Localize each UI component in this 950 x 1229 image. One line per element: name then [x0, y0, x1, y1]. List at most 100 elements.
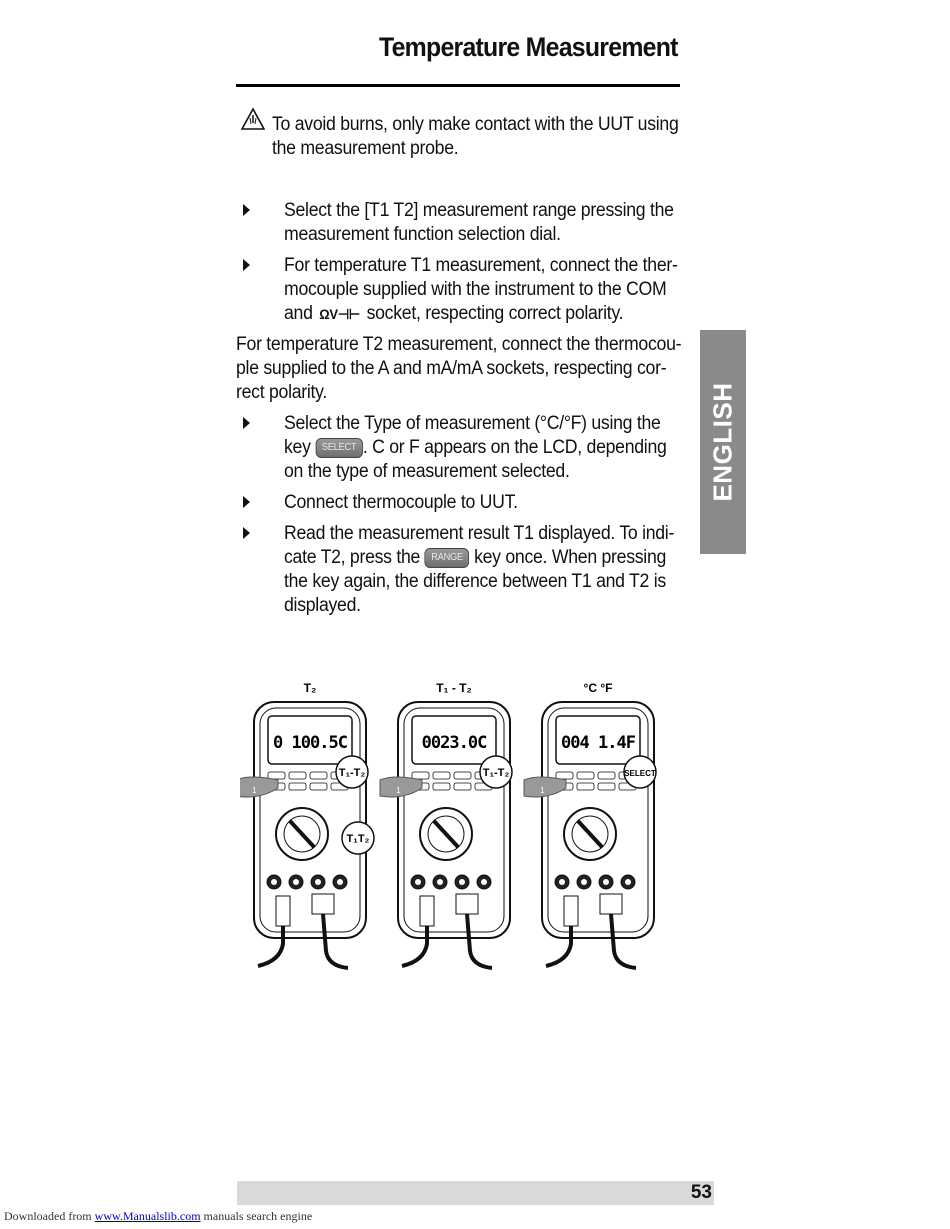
multimeter: T₂ 0 100.5C 1 T₁-T₂ T₁T₂ [240, 681, 375, 970]
input-socket-hole [271, 879, 277, 885]
callout-label: T₁-T₂ [339, 767, 366, 779]
step5-line4: displayed. [284, 595, 361, 616]
input-socket-hole [559, 879, 565, 885]
finger-icon [240, 776, 279, 798]
callout-label: SELECT [624, 769, 656, 778]
para-line1: For temperature T2 measurement, connect … [236, 334, 682, 355]
step2-socket-text: socket, respecting correct polarity. [366, 303, 624, 324]
probe-plug [455, 893, 479, 915]
probe-plug [311, 893, 335, 915]
meter-button [453, 782, 472, 791]
input-socket-hole [581, 879, 587, 885]
language-label: ENGLISH [707, 382, 738, 502]
input-socket-hole [481, 879, 487, 885]
lcd-reading: 004 1.4F [561, 733, 636, 753]
manualslib-link[interactable]: www.Manualslib.com [94, 1209, 201, 1223]
probe-wire [321, 913, 349, 970]
finger-label: 1 [252, 786, 257, 795]
input-socket-hole [603, 879, 609, 885]
step5-line2-pre: cate T2, press the [284, 547, 421, 568]
ohm-volt-symbol-icon: ΩV⊣⊢ [319, 306, 360, 322]
step1-line2: measurement function selection dial. [284, 224, 561, 245]
step3-line1: Select the Type of measurement (°C/°F) u… [284, 413, 661, 434]
callout-circle [479, 755, 513, 789]
meter-button [555, 771, 574, 780]
probe-wire [401, 926, 429, 968]
callout-circle [341, 821, 375, 855]
input-socket-hole [315, 879, 321, 885]
callout-circle [623, 755, 657, 789]
probe-wire [465, 913, 493, 970]
step2-line2: mocouple supplied with the instrument to… [284, 279, 667, 300]
meter-body-inner [259, 707, 361, 933]
step3-key-label: key [284, 437, 311, 458]
warning-text-1: To avoid burns, only make contact with t… [272, 114, 679, 135]
dial-pointer [576, 819, 604, 849]
finger-icon [523, 776, 567, 798]
meter-button [432, 771, 451, 780]
input-socket-hole [415, 879, 421, 885]
step3-line3: on the type of measurement selected. [284, 461, 570, 482]
bullet-icon [243, 496, 250, 508]
input-socket-hole [293, 879, 299, 885]
meter-button [576, 782, 595, 791]
title-rule [236, 84, 680, 87]
page-title: Temperature Measurement [379, 32, 678, 62]
lcd-reading: 0 100.5C [273, 733, 347, 753]
meter-button [288, 771, 307, 780]
step2-line1: For temperature T1 measurement, connect … [284, 255, 678, 276]
download-note: Downloaded from www.Manualslib.com manua… [4, 1209, 312, 1224]
callout-label: T₁T₂ [347, 833, 370, 845]
probe-plug [275, 895, 291, 927]
meter-caption: T₂ [304, 681, 317, 695]
page-number: 53 [690, 1182, 712, 1203]
finger-icon [379, 776, 423, 798]
input-socket-hole [625, 879, 631, 885]
lcd-frame [555, 715, 641, 765]
language-tab: ENGLISH [700, 330, 746, 554]
warning-icon [241, 108, 265, 130]
step4-line1: Connect thermocouple to UUT. [284, 492, 518, 513]
meter-button [597, 782, 616, 791]
meter-button [288, 782, 307, 791]
lcd-frame [411, 715, 497, 765]
bullet-icon [243, 527, 250, 539]
step1-line1: Select the [T1 T2] measurement range pre… [284, 200, 674, 221]
meter-button [576, 771, 595, 780]
step3-line2-rest: . C or F appears on the LCD, depending [362, 437, 667, 458]
dial-pointer [288, 819, 316, 849]
dial-pointer [432, 819, 460, 849]
meter-button [267, 771, 286, 780]
step5-line2: cate T2, press the RANGE key once. When … [284, 546, 666, 570]
input-socket-hole [437, 879, 443, 885]
probe-wire [609, 913, 637, 970]
meter-caption: °C °F [584, 681, 613, 695]
bullet-icon [243, 204, 250, 216]
meter-button [309, 771, 328, 780]
select-key-icon: SELECT [315, 437, 363, 458]
meter-button [453, 771, 472, 780]
probe-plug [419, 895, 435, 927]
callout-label: T₁-T₂ [483, 767, 510, 779]
probe-plug [599, 893, 623, 915]
probe-plug [563, 895, 579, 927]
warning-text-2: the measurement probe. [272, 138, 459, 159]
footer-bar [237, 1181, 714, 1205]
step2-line3: and ΩV⊣⊢ socket, respecting correct pola… [284, 302, 624, 326]
meter-button [309, 782, 328, 791]
callout-circle [335, 755, 369, 789]
step2-and: and [284, 303, 313, 324]
multimeter-figure: T₂ 0 100.5C 1 T₁-T₂ T₁T₂ T₁ - T₂ 0023.0C 1 T₁-T₂… [240, 681, 657, 970]
download-tagline: manuals search engine [203, 1209, 313, 1223]
probe-wire [257, 926, 285, 968]
lcd-reading: 0023.0C [422, 733, 487, 753]
bullet-icon [243, 417, 250, 429]
bullet-icon [243, 259, 250, 271]
multimeter: °C °F 004 1.4F 1 SELECT [523, 681, 657, 970]
finger-label: 1 [540, 786, 545, 795]
range-key-icon: RANGE [424, 547, 470, 568]
probe-wire [545, 926, 573, 968]
meter-caption: T₁ - T₂ [436, 681, 472, 695]
meter-button [597, 771, 616, 780]
